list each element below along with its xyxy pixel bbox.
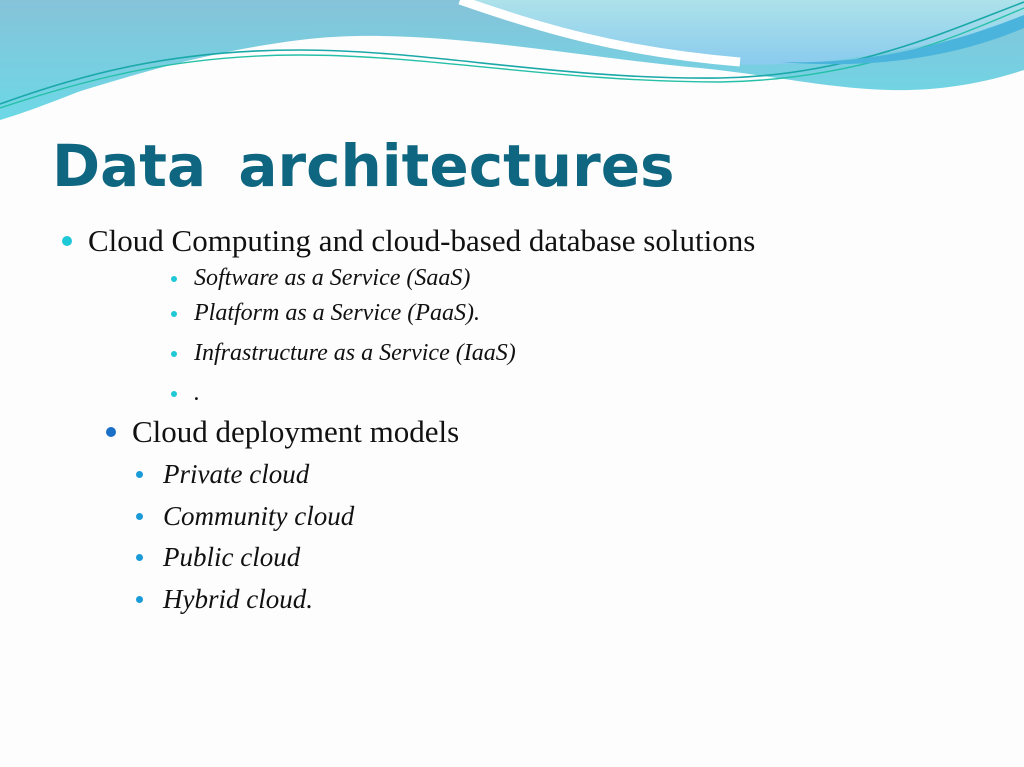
bullet-dot-icon xyxy=(136,596,143,603)
sub-bullet-iaas: Infrastructure as a Service (IaaS) xyxy=(171,340,516,367)
sub-bullet-hybrid-cloud: Hybrid cloud. xyxy=(136,584,313,615)
sub-bullet-saas: Software as a Service (SaaS) xyxy=(171,265,470,292)
sub-bullet-private-cloud: Private cloud xyxy=(136,459,309,490)
bullet-text: Infrastructure as a Service (IaaS) xyxy=(194,340,516,366)
sub-bullet-community-cloud: Community cloud xyxy=(136,501,354,532)
sub-bullet-paas: Platform as a Service (PaaS). xyxy=(171,300,480,327)
bullet-text: Platform as a Service (PaaS). xyxy=(194,300,480,326)
bullet-text: Cloud deployment models xyxy=(132,414,460,449)
bullet-text: Private cloud xyxy=(163,459,310,489)
bullet-cloud-deployment: Cloud deployment models xyxy=(106,414,459,450)
bullet-text: Cloud Computing and cloud-based database… xyxy=(88,223,756,258)
bullet-dot-icon xyxy=(62,236,72,246)
sub-bullet-public-cloud: Public cloud xyxy=(136,542,300,573)
bullet-dot-icon xyxy=(171,275,177,282)
header-wave-decoration xyxy=(0,0,1024,120)
bullet-dot-icon xyxy=(136,554,143,561)
bullet-dot-icon xyxy=(171,390,177,397)
bullet-cloud-computing: Cloud Computing and cloud-based database… xyxy=(62,223,755,259)
bullet-text: Community cloud xyxy=(163,501,355,531)
bullet-dot-icon xyxy=(136,513,143,520)
bullet-text: Hybrid cloud. xyxy=(163,584,313,614)
bullet-text: Public cloud xyxy=(163,542,301,572)
bullet-text: . xyxy=(194,380,200,406)
bullet-dot-icon xyxy=(171,310,177,317)
slide-title: Data architectures xyxy=(52,132,675,200)
sub-bullet-empty: . xyxy=(171,380,200,407)
bullet-dot-icon xyxy=(171,350,177,357)
bullet-dot-icon xyxy=(136,471,143,478)
bullet-text: Software as a Service (SaaS) xyxy=(194,265,471,291)
bullet-dot-icon xyxy=(106,427,116,437)
